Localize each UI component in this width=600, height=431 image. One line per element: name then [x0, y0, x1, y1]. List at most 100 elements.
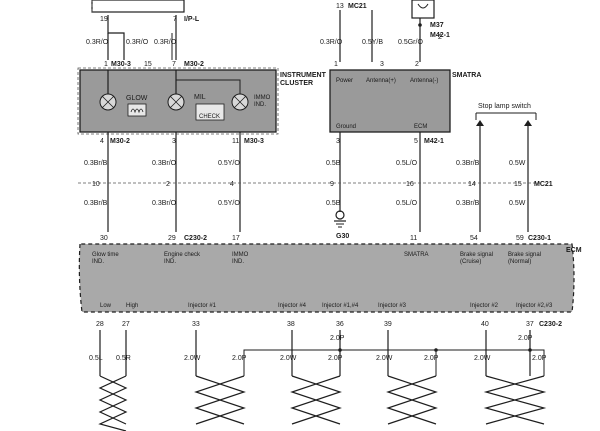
ecm-label-glow-1: Glow time	[92, 252, 119, 258]
m42-1-top-label: M42-1	[430, 32, 450, 39]
smatra-pin-3-bottom: 3	[336, 138, 340, 145]
ecm-pin-59: 59	[516, 235, 524, 242]
c230-2-bottom-label: C230-2	[539, 321, 562, 328]
instrument-cluster: 1 15 7 M30-3 M30-2 INSTRUMENT CLUSTER GL…	[77, 61, 327, 145]
ipl-connector-box	[91, 0, 185, 13]
pin-2-m42: 2	[438, 34, 442, 41]
mc21-pin-15: 15	[514, 181, 522, 188]
wire-2.0P-4: 2.0P	[532, 355, 547, 362]
ecm-title: ECM	[566, 247, 582, 254]
cluster-pin-3: 3	[172, 138, 176, 145]
cluster-pin-1: 1	[104, 61, 108, 68]
wire-0.5R: 0.5R	[116, 355, 131, 362]
wire-upper-0.5B: 0.5B	[326, 160, 341, 167]
wire-upper-0.3Br/B: 0.3Br/B	[84, 160, 108, 167]
ecm-label-smatra: SMATRA	[404, 252, 429, 258]
ecm-label-injector-2: Injector #2	[470, 303, 499, 309]
ecm-pin-38: 38	[287, 321, 295, 328]
middle-wiring: 0.3Br/B 0.3Br/O 0.5Y/O 0.5B 0.5L/O 0.3Br…	[78, 126, 553, 240]
pin-13: 13	[336, 3, 344, 10]
stop-lamp-switch: Stop lamp switch	[475, 103, 537, 126]
smatra-ecm: ECM	[414, 124, 427, 130]
wire-0.3R/O-4: 0.3R/O	[320, 39, 343, 46]
wire-lower-0.5W: 0.5W	[509, 200, 526, 207]
m30-2-label: M30-2	[184, 61, 204, 68]
ecm-label-high: High	[126, 303, 138, 309]
check-engine-icon	[195, 103, 225, 121]
mc21-pin-9: 9	[330, 181, 334, 188]
smatra-pin-2: 2	[415, 61, 419, 68]
wire-2.0P-2: 2.0P	[328, 355, 343, 362]
wire-0.3R/O-1: 0.3R/O	[86, 39, 109, 46]
ecm-pin-17: 17	[232, 235, 240, 242]
wire-upper-0.3Br/B-2: 0.3Br/B	[456, 160, 480, 167]
ecm-label-brake-normal-1: Brake signal	[508, 252, 541, 258]
ecm-label-brake-normal-2: (Normal)	[508, 259, 531, 265]
ecm-pin-54: 54	[470, 235, 478, 242]
ecm-module: 30 29 C230-2 17 11 54 59 C230-1 ECM Glow…	[78, 235, 582, 328]
smatra-antenna-plus: Antenna(+)	[366, 78, 396, 84]
ecm-pin-40: 40	[481, 321, 489, 328]
cluster-pin-7: 7	[172, 61, 176, 68]
ipl-connector-label: I/P-L	[184, 16, 200, 23]
ecm-label-injector-4: Injector #4	[278, 303, 307, 309]
ecm-label-injector-1-4: Injector #1,#4	[322, 303, 359, 309]
ecm-pin-33: 33	[192, 321, 200, 328]
mc21-pin-4: 4	[230, 181, 234, 188]
smatra-pin-1: 1	[334, 61, 338, 68]
mil-label: MIL	[194, 94, 206, 101]
m30-3-bottom-label: M30-3	[244, 138, 264, 145]
wire-2.0P-3: 2.0P	[424, 355, 439, 362]
wire-upper-0.5Y/O: 0.5Y/O	[218, 160, 240, 167]
wire-2.0P-top-2: 2.0P	[518, 335, 533, 342]
mc21-pin-16: 16	[406, 181, 414, 188]
wire-lower-0.3Br/B-2: 0.3Br/B	[456, 200, 480, 207]
cluster-title-1: INSTRUMENT	[280, 72, 327, 79]
ecm-label-injector-3: Injector #3	[378, 303, 407, 309]
ecm-pin-30: 30	[100, 235, 108, 242]
m30-3-label: M30-3	[111, 61, 131, 68]
immo-label-1: IMMO	[254, 95, 271, 101]
smatra-box	[329, 69, 451, 133]
glow-coil-icon	[98, 375, 128, 431]
cluster-pin-4: 4	[100, 138, 104, 145]
wire-0.3R/O-3: 0.3R/O	[154, 39, 177, 46]
injector-1-coil-icon	[194, 375, 246, 425]
injector-4-coil-icon	[290, 375, 342, 425]
check-label: CHECK	[199, 114, 220, 120]
pin-19: 19	[100, 16, 108, 23]
glow-symbol-icon	[127, 103, 147, 117]
mc21-pin-10: 10	[92, 181, 100, 188]
c230-1-label: C230-1	[528, 235, 551, 242]
mc21-top-connector-label: MC21	[348, 3, 367, 10]
ecm-label-immo-2: IND.	[232, 259, 244, 265]
ecm-pin-27: 27	[122, 321, 130, 328]
smatra-pin-5-bottom: 5	[414, 138, 418, 145]
immo-label-2: IND.	[254, 102, 266, 108]
wire-0.5Y/B: 0.5Y/B	[362, 39, 383, 46]
ecm-label-glow-2: IND.	[92, 259, 104, 265]
wire-lower-0.3Br/B: 0.3Br/B	[84, 200, 108, 207]
c230-2-top-label: C230-2	[184, 235, 207, 242]
smatra-power: Power	[336, 78, 353, 84]
glow-label: GLOW	[126, 95, 148, 102]
ecm-label-brake-cruise-1: Brake signal	[460, 252, 493, 258]
wire-2.0P-top-1: 2.0P	[330, 335, 345, 342]
wire-2.0W-2: 2.0W	[280, 355, 297, 362]
m37-label: M37	[430, 22, 444, 29]
pin-7-ipl: 7	[173, 16, 177, 23]
ecm-pin-37: 37	[526, 321, 534, 328]
ecm-pin-39: 39	[384, 321, 392, 328]
switch-cruise-icon	[476, 120, 484, 126]
ecm-label-brake-cruise-2: (Cruise)	[460, 259, 481, 265]
wire-0.5Gr/O: 0.5Gr/O	[398, 39, 423, 46]
ecm-label-injector-1: Injector #1	[188, 303, 217, 309]
bottom-wiring: 0.5L 0.5R 2.0W 2.0W 2.0W 2.0W 2.0P 2.0P …	[89, 330, 547, 431]
wire-0.5L: 0.5L	[89, 355, 103, 362]
cluster-pin-15: 15	[144, 61, 152, 68]
wire-2.0P-1: 2.0P	[232, 355, 247, 362]
wire-2.0W-4: 2.0W	[474, 355, 491, 362]
g30-label: G30	[336, 233, 349, 240]
wire-lower-0.3Br/O: 0.3Br/O	[152, 200, 177, 207]
